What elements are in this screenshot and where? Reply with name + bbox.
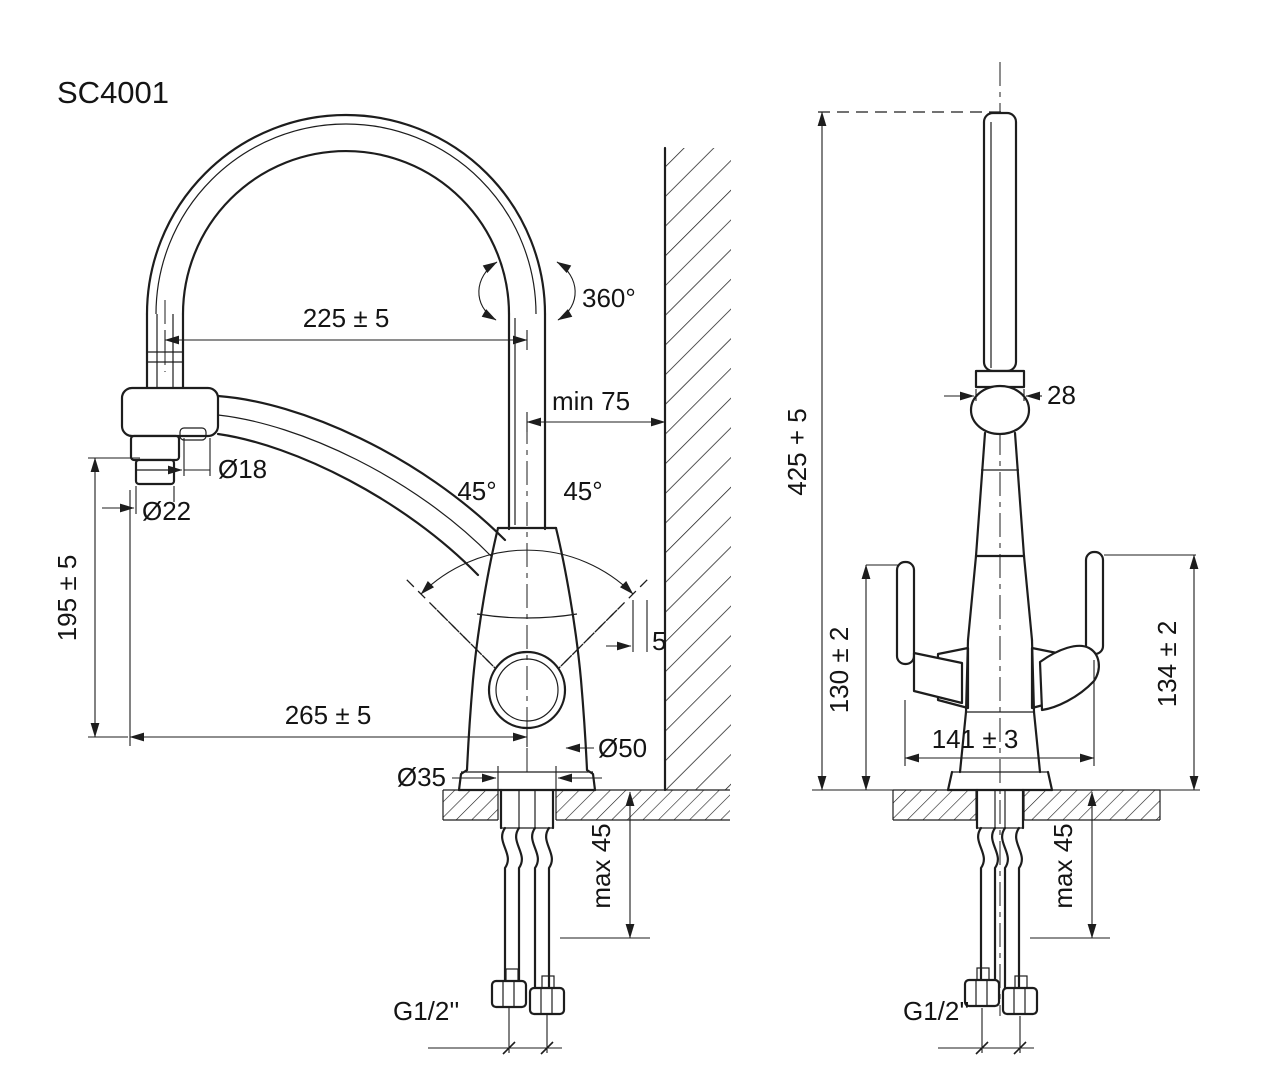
hose-nut (1001, 986, 1039, 1016)
supply-hoses-side (490, 788, 566, 1016)
hose-nut (528, 986, 566, 1016)
dim-spout-dia-label: 28 (1047, 380, 1076, 410)
left-handle (895, 560, 916, 666)
dim-right-handle-height-label: 134 ± 2 (1152, 621, 1182, 708)
dim-max-counter-side-label: max 45 (586, 823, 616, 908)
dim-offset-label: 5 (652, 626, 666, 656)
hose-nut (963, 978, 1001, 1008)
dim-total-height-label: 425 + 5 (782, 408, 812, 495)
dim-aerator-outer-label: Ø22 (142, 496, 191, 526)
dim-max-counter-front-label: max 45 (1048, 823, 1078, 908)
dim-thread-front-label: G1/2'' (903, 996, 969, 1026)
countertop-side (442, 789, 730, 821)
swivel-ball (969, 384, 1031, 436)
front-view: 425 + 5 28 130 ± 2 134 ± 2 141 ± 3 max 4… (782, 62, 1200, 1055)
dim-body-dia-label: Ø50 (598, 733, 647, 763)
dim-angle-right-label: 45° (563, 476, 602, 506)
dim-spout-height-label: 195 ± 5 (52, 555, 82, 642)
dim-swivel-label: 360° (582, 283, 636, 313)
supply-hoses-front (963, 788, 1039, 1016)
side-view: 225 ± 5 360° min 75 Ø18 Ø22 195 ± 5 45° … (52, 113, 731, 1055)
dim-angle-left-label: 45° (457, 476, 496, 506)
dimensions-side (88, 261, 666, 1055)
dim-spout-reach-top-label: 225 ± 5 (303, 303, 390, 333)
dim-left-handle-height-label: 130 ± 2 (824, 627, 854, 714)
right-handle (1084, 550, 1105, 656)
countertop-front (892, 789, 1161, 821)
model-label: SC4001 (57, 75, 169, 110)
dim-wall-clearance-label: min 75 (552, 386, 630, 416)
dim-aerator-inner-label: Ø18 (218, 454, 267, 484)
dim-shank-dia-label: Ø35 (397, 762, 446, 792)
faucet-front-outline (895, 111, 1105, 792)
hose-nut (490, 979, 528, 1009)
dim-spout-reach-bottom-label: 265 ± 5 (285, 700, 372, 730)
spout-column (982, 111, 1018, 373)
wall-section (663, 146, 731, 792)
dim-thread-side-label: G1/2'' (393, 996, 459, 1026)
dim-body-width-label: 141 ± 3 (932, 724, 1019, 754)
dimensions-front (812, 111, 1200, 1055)
